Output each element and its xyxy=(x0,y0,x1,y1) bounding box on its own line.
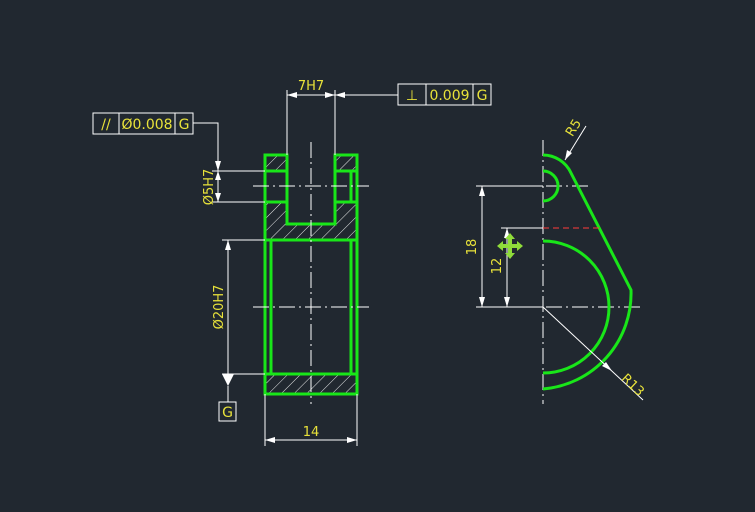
datum-label: G xyxy=(222,405,233,421)
side-part-outline[interactable] xyxy=(542,153,633,391)
dimension-large-hole[interactable]: Ø20H7 G xyxy=(212,239,265,422)
parallelism-tolerance: Ø0.008 xyxy=(121,117,172,133)
dim-slot-width-text: 7H7 xyxy=(298,79,324,94)
fcf-perpendicularity-leader xyxy=(335,92,398,98)
dimension-slot-width[interactable]: 7H7 xyxy=(286,79,336,155)
dim-outer-height-text: 18 xyxy=(465,239,480,256)
dim-inner-height-text: 12 xyxy=(490,258,505,275)
dimension-outer-height[interactable]: 18 xyxy=(465,185,543,308)
perpendicularity-tolerance: 0.009 xyxy=(429,88,469,104)
perpendicularity-symbol: ⊥ xyxy=(406,88,418,104)
dimension-overall-width[interactable]: 14 xyxy=(264,394,358,446)
dim-large-hole-text: Ø20H7 xyxy=(212,285,227,330)
datum-triangle xyxy=(222,374,234,386)
fcf-parallelism[interactable]: // Ø0.008 G xyxy=(92,112,194,135)
dimension-small-hole[interactable]: Ø5H7 xyxy=(202,169,265,206)
radius-small-text: R5 xyxy=(563,117,585,140)
dim-overall-width-text: 14 xyxy=(303,425,320,440)
move-grip-icon[interactable] xyxy=(497,233,523,259)
parallelism-symbol: // xyxy=(101,117,111,133)
center-lines xyxy=(253,142,369,404)
side-view[interactable]: 18 12 R5 R13 xyxy=(465,117,647,404)
radius-large-text: R13 xyxy=(618,371,647,399)
dimension-inner-height[interactable]: 12 xyxy=(490,227,543,307)
front-view[interactable]: 7H7 Ø5H7 Ø20H7 xyxy=(193,79,398,446)
perpendicularity-datum: G xyxy=(477,88,488,104)
dim-small-hole-text: Ø5H7 xyxy=(202,169,217,206)
parallelism-datum: G xyxy=(179,117,190,133)
radius-small-leader[interactable]: R5 xyxy=(563,117,587,161)
datum-box[interactable] xyxy=(218,401,237,422)
fcf-parallelism-leader xyxy=(193,122,221,171)
fcf-perpendicularity[interactable]: ⊥ 0.009 G xyxy=(397,83,492,106)
